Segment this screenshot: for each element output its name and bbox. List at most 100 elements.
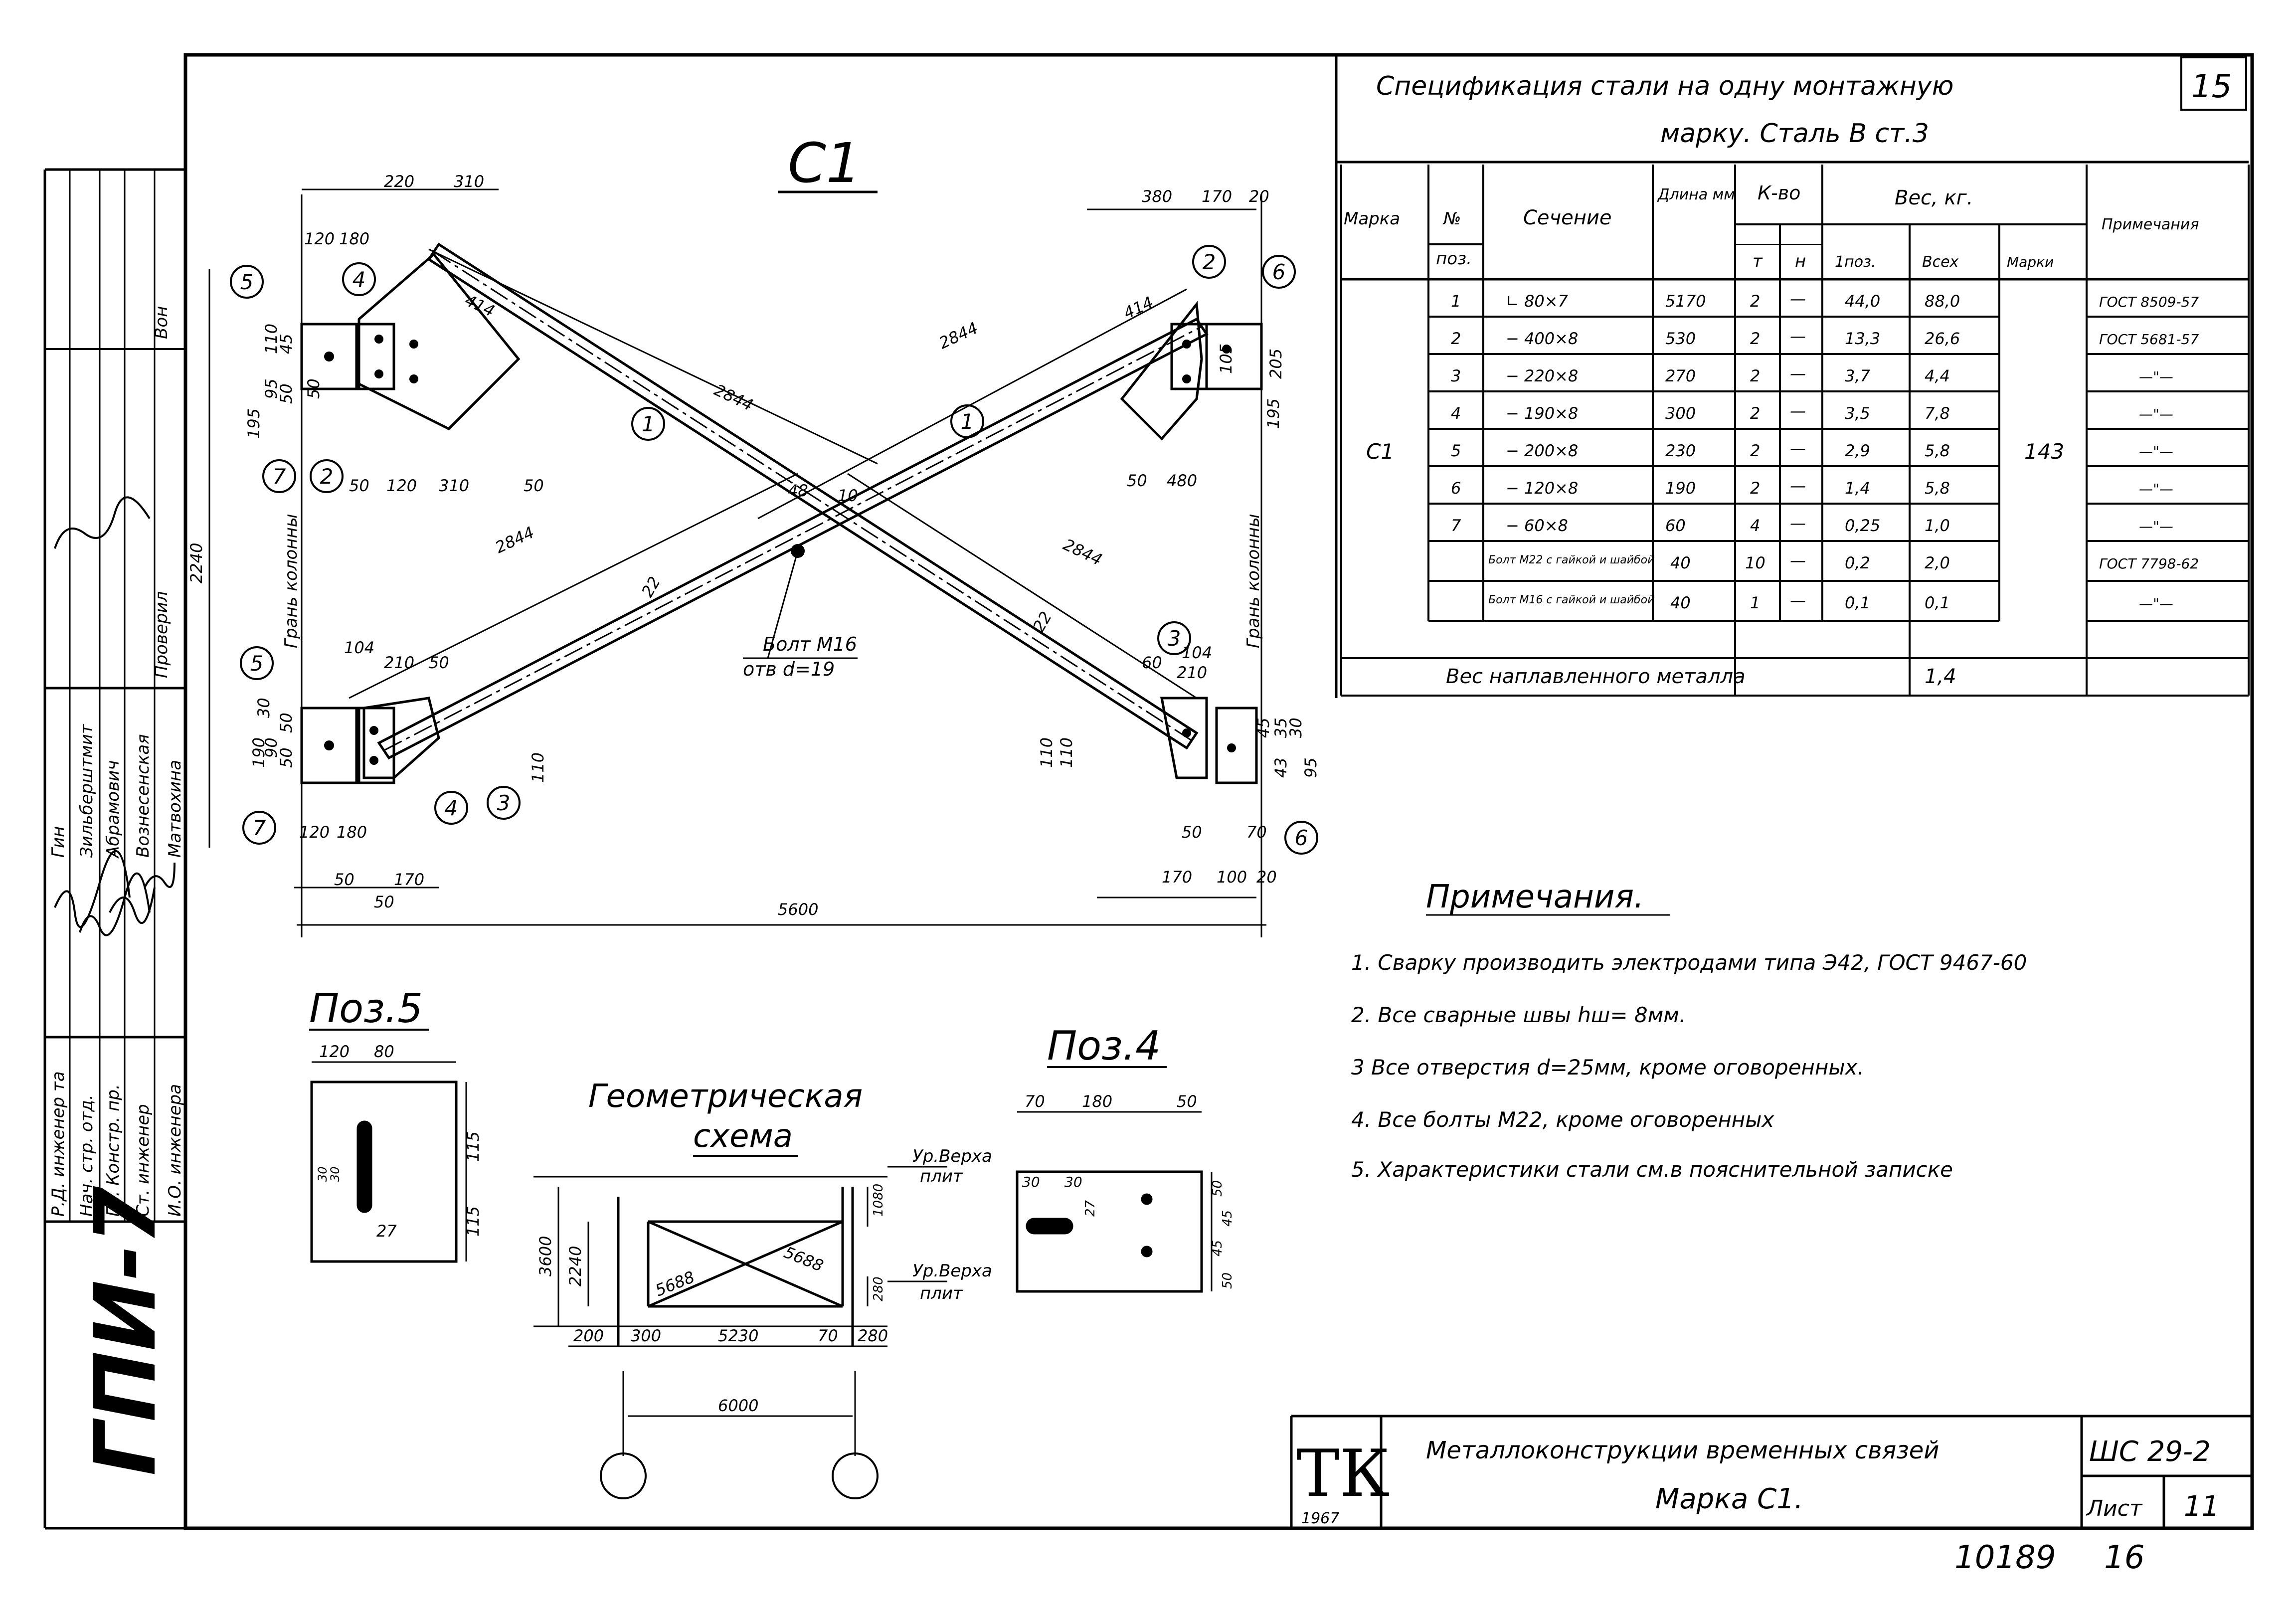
svg-text:30: 30 bbox=[1286, 718, 1305, 738]
svg-text:45: 45 bbox=[1254, 718, 1273, 738]
stamp-title-2: Марка С1. bbox=[1655, 1483, 1803, 1515]
svg-text:270: 270 bbox=[1665, 366, 1696, 385]
sheet-frame bbox=[43, 53, 2254, 1530]
svg-text:120: 120 bbox=[319, 1042, 350, 1061]
pos4-plate bbox=[1016, 1111, 1213, 1293]
svg-text:50: 50 bbox=[1177, 1092, 1197, 1111]
stamp-year: 1967 bbox=[1301, 1510, 1339, 1527]
dim-414-b: 414 bbox=[1120, 293, 1156, 323]
spec-mark-cells: С1 143 bbox=[1366, 439, 2064, 464]
callout-numbers: 5 4 7 2 1 1 2 6 5 7 4 3 3 6 bbox=[240, 250, 1308, 850]
pos4-dims: 70 180 50 30 30 27 50 45 45 50 bbox=[1022, 1092, 1235, 1289]
svg-text:60: 60 bbox=[1665, 516, 1686, 535]
pos5-title: Поз.5 bbox=[309, 985, 423, 1032]
svg-text:7,8: 7,8 bbox=[1925, 404, 1950, 423]
svg-text:2: 2 bbox=[1750, 441, 1760, 460]
left-strip-text: Вон Проверил Р.Д. инженер та Нач. стр. о… bbox=[48, 306, 185, 1217]
spec-title-2: марку. Сталь В ст.3 bbox=[1660, 119, 1929, 149]
pos5-plate bbox=[310, 1061, 467, 1263]
dim-lm-50b: 50 bbox=[524, 476, 544, 495]
stamp-text: Металлоконструкции временных связей Марк… bbox=[1426, 1436, 2219, 1523]
dim-48: 48 bbox=[788, 481, 808, 500]
svg-text:н: н bbox=[1795, 251, 1806, 271]
strip-label-1: Вон bbox=[152, 306, 172, 339]
svg-text:4,4: 4,4 bbox=[1925, 366, 1950, 385]
dim-br-60: 60 bbox=[1142, 653, 1162, 672]
dim-tl-120: 120 bbox=[304, 229, 335, 248]
svg-text:50: 50 bbox=[277, 713, 296, 733]
svg-text:2,9: 2,9 bbox=[1845, 441, 1870, 460]
svg-text:6: 6 bbox=[1272, 260, 1286, 284]
dim-lm-120: 120 bbox=[386, 476, 417, 495]
svg-text:Ур.Верха: Ур.Верха bbox=[912, 1261, 992, 1281]
column-face-label-right: Грань колонны bbox=[1243, 514, 1263, 648]
dim-2844-d: 2844 bbox=[1060, 535, 1105, 569]
geom-levels: Ур.Верха плит Ур.Верха плит bbox=[912, 1146, 992, 1303]
svg-text:3,7: 3,7 bbox=[1845, 366, 1871, 385]
svg-text:0,1: 0,1 bbox=[1845, 593, 1870, 612]
dim-5600: 5600 bbox=[778, 900, 818, 919]
svg-text:110: 110 bbox=[529, 752, 547, 783]
strip-role-4: Ст. инженер bbox=[133, 1104, 153, 1217]
spec-mark: С1 bbox=[1366, 439, 1394, 464]
stamp-logo: ТК 1967 bbox=[1296, 1436, 1390, 1527]
svg-text:45: 45 bbox=[277, 334, 296, 354]
svg-text:50: 50 bbox=[304, 378, 323, 399]
dim-lm-50: 50 bbox=[349, 476, 369, 495]
svg-text:—"—: —"— bbox=[2139, 518, 2173, 535]
svg-text:—: — bbox=[1790, 327, 1806, 346]
svg-text:ГОСТ 5681-57: ГОСТ 5681-57 bbox=[2099, 331, 2199, 348]
svg-text:3600: 3600 bbox=[536, 1236, 555, 1276]
dim-104-a: 104 bbox=[344, 638, 374, 657]
svg-text:45: 45 bbox=[1220, 1210, 1235, 1227]
spec-row: Болт М16 с гайкой и шайбой 40 1 — 0,1 0,… bbox=[1488, 591, 2173, 612]
footer-num-1: 10189 bbox=[1954, 1539, 2056, 1576]
spec-row: 6 − 120×8 190 2 — 1,4 5,8 —"— bbox=[1451, 476, 2173, 498]
dim-bl-210: 210 bbox=[384, 653, 414, 672]
svg-text:90: 90 bbox=[262, 737, 281, 758]
svg-text:− 190×8: − 190×8 bbox=[1506, 404, 1578, 423]
braces bbox=[377, 242, 1209, 760]
spec-row: 4 − 190×8 300 2 — 3,5 7,8 —"— bbox=[1451, 401, 2173, 423]
svg-text:1: 1 bbox=[961, 409, 974, 434]
strip-code: ГПИ-7 bbox=[76, 1186, 175, 1476]
svg-text:1: 1 bbox=[642, 412, 655, 436]
svg-text:− 400×8: − 400×8 bbox=[1506, 329, 1578, 348]
pos5-dims: 120 80 115 115 30 30 27 bbox=[316, 1042, 483, 1241]
svg-text:Примечания: Примечания bbox=[2102, 216, 2199, 233]
svg-text:—"—: —"— bbox=[2139, 368, 2173, 385]
dim-bl-50b: 50 bbox=[374, 893, 394, 911]
svg-text:30: 30 bbox=[1022, 1174, 1040, 1190]
svg-text:плит: плит bbox=[920, 1283, 963, 1303]
svg-text:—: — bbox=[1790, 591, 1806, 610]
spec-headers: Марка № поз. Сечение Длина мм К-во т н В… bbox=[1344, 182, 2199, 271]
svg-text:115: 115 bbox=[464, 1206, 483, 1237]
svg-text:190: 190 bbox=[1665, 479, 1696, 498]
dim-br-210: 210 bbox=[1177, 663, 1207, 682]
svg-text:7: 7 bbox=[253, 816, 266, 840]
note-1: 1. Сварку производить электродами типа Э… bbox=[1351, 950, 2027, 975]
signatures bbox=[54, 496, 176, 936]
svg-text:6: 6 bbox=[1451, 479, 1461, 498]
svg-text:—: — bbox=[1790, 289, 1806, 308]
svg-text:т: т bbox=[1753, 251, 1763, 271]
svg-text:Болт М16 с гайкой и шайбой: Болт М16 с гайкой и шайбой bbox=[1488, 594, 1654, 606]
dim-br-170: 170 bbox=[1162, 868, 1192, 887]
svg-text:30: 30 bbox=[328, 1166, 342, 1182]
svg-text:27: 27 bbox=[376, 1222, 397, 1241]
dim-22-b: 22 bbox=[1029, 608, 1056, 635]
dim-2844-c: 2844 bbox=[492, 523, 537, 557]
dim-tl-180: 180 bbox=[339, 229, 369, 248]
dim-tr-170: 170 bbox=[1202, 187, 1232, 206]
svg-text:110: 110 bbox=[1057, 737, 1076, 768]
left-title-strip bbox=[45, 168, 185, 1223]
svg-text:0,25: 0,25 bbox=[1845, 516, 1880, 535]
dim-bl-120: 120 bbox=[299, 823, 330, 842]
svg-text:205: 205 bbox=[1266, 349, 1285, 379]
spec-title-1: Спецификация стали на одну монтажную bbox=[1376, 71, 1953, 101]
svg-text:115: 115 bbox=[464, 1131, 483, 1162]
strip-name-4: Вознесенская bbox=[133, 734, 153, 858]
strip-role-5: И.О. инженера bbox=[165, 1084, 185, 1217]
footer-numbers: 10189 16 bbox=[1954, 1539, 2144, 1576]
svg-text:Вес, кг.: Вес, кг. bbox=[1895, 186, 1973, 209]
